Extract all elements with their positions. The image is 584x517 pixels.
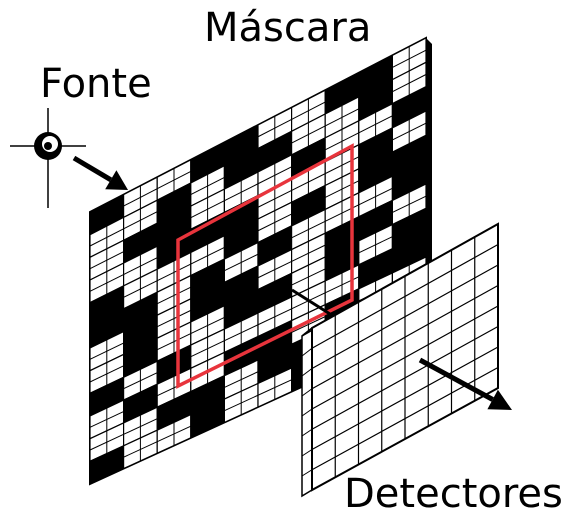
- arrow-shaft: [72, 155, 113, 182]
- detector-grid-line: [311, 346, 499, 451]
- mask-subcell-line: [123, 188, 158, 207]
- ray-line: [291, 288, 331, 316]
- mask-subcell-line: [392, 195, 427, 213]
- detector-side-line: [301, 449, 313, 457]
- mask-subcell-line: [324, 108, 360, 127]
- mask-subcell-line: [291, 173, 326, 191]
- mask-subcell-line: [190, 340, 225, 358]
- mask-subcell-line: [291, 268, 326, 286]
- mask-subcell-line: [324, 132, 360, 151]
- detector-side-line: [301, 469, 313, 477]
- arrow-detector-icon: [418, 357, 512, 410]
- mask-subcell-line: [291, 101, 326, 120]
- mask-subcell-line: [123, 418, 158, 435]
- mask-subcell-line: [224, 394, 259, 412]
- mask-subcell-line: [291, 316, 326, 333]
- mask-edge: [426, 38, 432, 334]
- mask-subcell-line: [392, 74, 427, 93]
- mask-subcell-line: [156, 263, 192, 282]
- mask-subcell-line: [156, 286, 192, 305]
- source-icon: [10, 108, 86, 208]
- mask-subcell-line: [224, 324, 259, 342]
- mask-subcell-line: [257, 166, 292, 185]
- detector-grid-line: [311, 325, 499, 430]
- mask-subcell-line: [358, 187, 393, 206]
- detector-side-line: [301, 428, 313, 437]
- mask-subcell-line: [224, 371, 259, 388]
- mask-subcell-line: [89, 342, 124, 360]
- mask-subcell-line: [224, 183, 259, 202]
- arrow-shaft: [418, 357, 494, 402]
- mask-subcell-line: [257, 379, 292, 396]
- mask-subcell-line: [190, 176, 225, 195]
- detector-grid-line: [311, 264, 499, 370]
- mask-subcell-line: [190, 200, 225, 219]
- detector-grid-line: [311, 243, 499, 349]
- arrow-head: [105, 170, 128, 190]
- mask-subcell-line: [123, 372, 158, 390]
- mask-subcell-line: [224, 253, 259, 272]
- mask-subcell-line: [89, 274, 124, 292]
- mask-subcell-line: [257, 213, 292, 232]
- mask-subcell-line: [392, 49, 427, 68]
- mask-subcell-line: [291, 244, 326, 262]
- mask-subcell-line: [358, 236, 393, 254]
- mask-subcell-line: [89, 228, 124, 247]
- mask-subcell-line: [257, 118, 292, 138]
- source-label: Fonte: [40, 61, 152, 107]
- detector-side-line: [301, 408, 313, 417]
- mask-subcell-line: [123, 280, 158, 298]
- mask-subcell-line: [257, 260, 292, 279]
- detectors-label: Detectores: [344, 471, 563, 517]
- detector-side-line: [301, 347, 313, 357]
- mask-subcell-line: [156, 333, 192, 351]
- mask-subcell-line: [89, 411, 124, 428]
- detector-array: [301, 222, 499, 498]
- mask-subcell-line: [190, 316, 225, 335]
- mask-label: Máscara: [204, 5, 372, 51]
- arrow-head: [487, 389, 512, 410]
- detector-side-line: [301, 368, 313, 377]
- mask-subcell-line: [156, 309, 192, 328]
- mask-subcell-line: [156, 170, 192, 190]
- highlight-region: [176, 143, 354, 389]
- detector-grid-line: [311, 284, 499, 390]
- mask-subcell-line: [89, 365, 124, 383]
- mask-subcell-line: [123, 441, 158, 458]
- source-core: [44, 142, 52, 150]
- arrow-source-icon: [72, 155, 128, 190]
- mask-subcell-line: [89, 251, 124, 270]
- mask-subcell-line: [291, 220, 326, 239]
- mask-subcell-line: [291, 125, 326, 144]
- mask-subcell-line: [392, 122, 427, 141]
- mask-subcell-line: [123, 257, 158, 275]
- mask-subcell-line: [358, 115, 393, 134]
- mask-subcell-line: [190, 246, 225, 265]
- mask-subcell-line: [257, 308, 292, 326]
- detector-grid-line: [311, 305, 499, 410]
- mask-subcell-line: [123, 211, 158, 230]
- detector-side-line: [301, 388, 313, 397]
- mask-subcell-line: [89, 433, 124, 451]
- mask-subcell-line: [257, 189, 292, 208]
- mask-subcell-line: [156, 425, 192, 443]
